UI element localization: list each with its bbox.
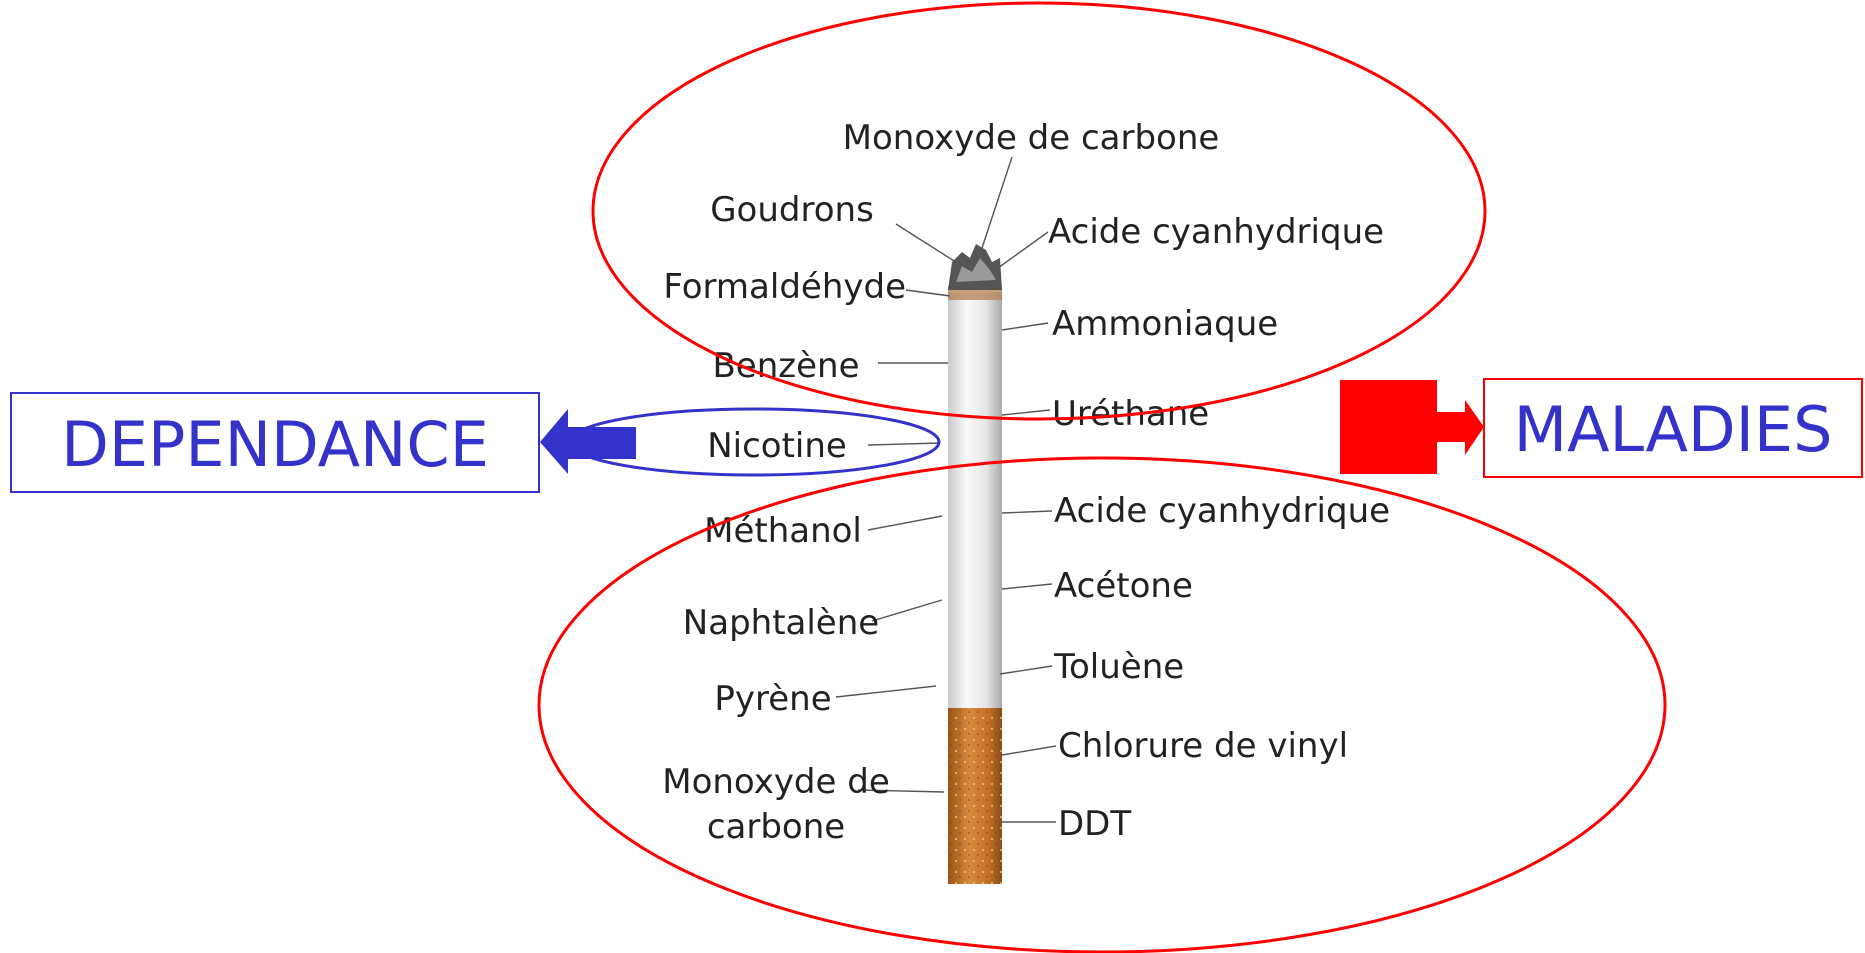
label-benzene: Benzène <box>712 346 859 386</box>
label-acide-bottom: Acide cyanhydrique <box>1054 491 1390 531</box>
leader-toluene <box>1000 666 1052 674</box>
label-acide-top: Acide cyanhydrique <box>1048 212 1384 252</box>
leader-formaldehyde <box>906 290 950 296</box>
leader-pyrene <box>836 686 936 697</box>
leader-ammoniaque <box>1002 323 1048 330</box>
label-pyrene: Pyrène <box>714 679 831 719</box>
label-goudrons: Goudrons <box>710 190 874 230</box>
compound-labels: Monoxyde de carbone Goudrons Acide cyanh… <box>662 118 1390 847</box>
leader-goudrons <box>896 224 962 266</box>
leader-lines <box>836 157 1056 822</box>
leader-acetone <box>1002 584 1052 589</box>
dependance-text: DEPENDANCE <box>61 408 489 481</box>
label-acetone: Acétone <box>1054 566 1193 606</box>
label-nicotine: Nicotine <box>707 426 847 466</box>
maladies-box: MALADIES <box>1484 379 1862 477</box>
cigarette-icon <box>948 244 1002 884</box>
leader-nicotine <box>868 443 940 445</box>
label-chlorure: Chlorure de vinyl <box>1058 726 1348 766</box>
leader-acide-top <box>998 232 1048 268</box>
label-formaldehyde: Formaldéhyde <box>663 267 906 307</box>
leader-acide-bottom <box>1002 511 1052 513</box>
label-monoxyde-bottom-line2: carbone <box>707 807 845 847</box>
leader-urethane <box>1002 410 1050 415</box>
leader-monoxyde-top <box>982 157 1012 248</box>
leader-naphtalene <box>872 600 942 621</box>
maladies-text: MALADIES <box>1514 393 1833 466</box>
cigarette-paper <box>948 292 1002 712</box>
label-ammoniaque: Ammoniaque <box>1052 304 1278 344</box>
leader-chlorure <box>1002 746 1056 755</box>
label-methanol: Méthanol <box>704 511 862 551</box>
right-arrow-icon <box>1340 380 1484 474</box>
label-naphtalene: Naphtalène <box>683 603 879 643</box>
label-monoxyde-bottom-line1: Monoxyde de <box>662 762 890 802</box>
dependance-box: DEPENDANCE <box>11 393 539 492</box>
cigarette-filter-texture <box>948 708 1002 884</box>
label-monoxyde-top: Monoxyde de carbone <box>843 118 1220 158</box>
label-ddt: DDT <box>1058 804 1131 844</box>
label-toluene: Toluène <box>1053 647 1184 687</box>
leader-methanol <box>868 516 942 530</box>
